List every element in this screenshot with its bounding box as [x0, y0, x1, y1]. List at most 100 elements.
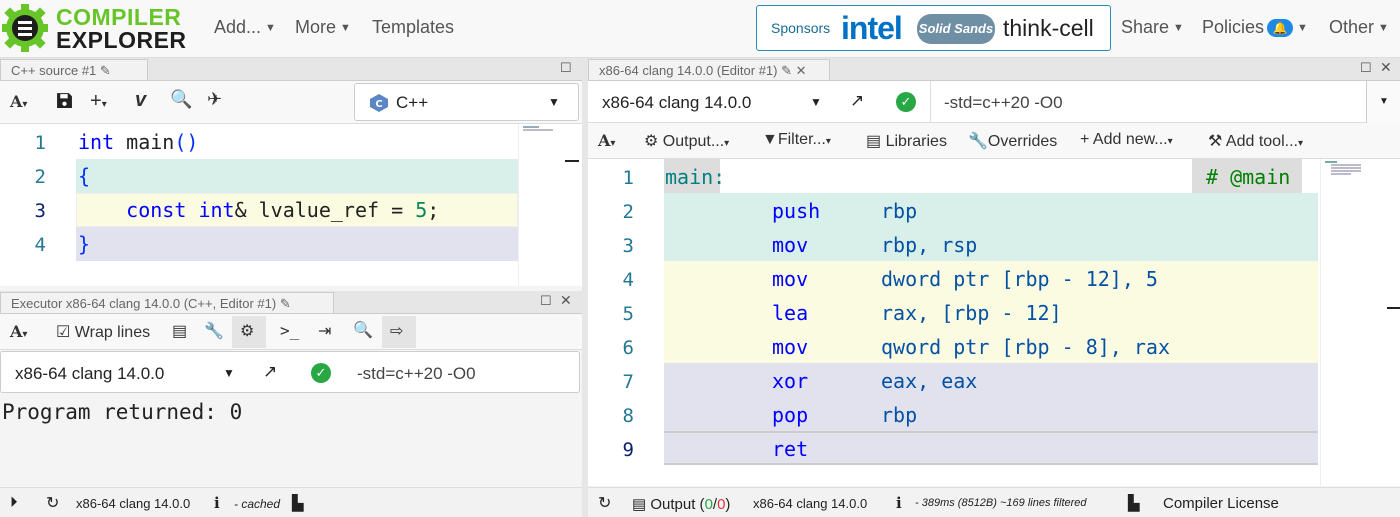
- templates-link[interactable]: Templates: [372, 17, 455, 37]
- pencil-icon[interactable]: ✎: [99, 63, 111, 78]
- compiler-options-input[interactable]: -std=c++20 -O0: [944, 93, 1063, 112]
- bar-chart-icon[interactable]: ▙: [292, 495, 304, 512]
- compile-info: - 389ms (8512B) ~169 lines filtered: [915, 497, 1087, 509]
- asm-op: mov: [772, 233, 809, 257]
- cached-status: - cached: [234, 497, 281, 511]
- overrides-button[interactable]: 🔧Overrides: [968, 133, 1058, 150]
- sponsor-intel-logo[interactable]: intel: [841, 10, 903, 46]
- add-pane-icon[interactable]: +▾: [90, 90, 107, 112]
- pencil-icon[interactable]: ✎: [781, 63, 793, 78]
- font-size-icon[interactable]: A▾: [598, 131, 616, 150]
- compiler-explorer-logo-icon[interactable]: [2, 3, 48, 53]
- compiler-output-icon[interactable]: ▤: [172, 323, 188, 340]
- code-line-4: }: [78, 232, 91, 256]
- close-icon[interactable]: ✕: [560, 292, 572, 308]
- line-number: 4: [34, 234, 46, 256]
- chevron-down-icon: ▼: [340, 22, 351, 34]
- maximize-icon[interactable]: ☐: [1360, 60, 1372, 75]
- check-icon: ✓: [896, 92, 916, 112]
- compiler-select[interactable]: x86-64 clang 14.0.0: [602, 93, 752, 112]
- asm-editor[interactable]: 1 2 3 4 5 6 7 8 9 main: # @main push rbp…: [588, 159, 1400, 486]
- executor-compiler-row: x86-64 clang 14.0.0 ▼ ↗ ✓ -std=c++20 -O0: [0, 351, 580, 393]
- book-icon: ▤: [866, 133, 882, 150]
- line-number: 1: [622, 167, 634, 189]
- chevron-down-icon: ▼: [1379, 96, 1389, 107]
- external-link-icon[interactable]: ↗: [263, 362, 278, 381]
- libraries-button[interactable]: ▤ Libraries: [866, 133, 947, 150]
- search-output-icon[interactable]: 🔍: [353, 322, 373, 339]
- cpp-icon: C: [370, 94, 388, 112]
- chevron-down-icon: ▼: [1378, 22, 1389, 34]
- logo-line1: COMPILER: [56, 4, 182, 30]
- compiler-output-button[interactable]: ▤ Output (0/0): [632, 496, 731, 513]
- refresh-icon[interactable]: ↻: [598, 495, 612, 512]
- logo-line2: EXPLORER: [56, 27, 187, 53]
- tab-source[interactable]: C++ source #1 ✎: [0, 59, 148, 80]
- sponsor-solid-sands-logo[interactable]: Solid Sands: [917, 14, 995, 44]
- share-menu[interactable]: Share▼: [1121, 17, 1184, 37]
- bell-icon: 🔔: [1267, 19, 1294, 37]
- stdin-icon[interactable]: ⇥: [318, 323, 332, 340]
- maximize-icon[interactable]: ☐: [540, 293, 552, 308]
- language-label: C++: [396, 93, 429, 112]
- executor-options-input[interactable]: -std=c++20 -O0: [357, 364, 476, 383]
- policies-menu[interactable]: Policies🔔▼: [1202, 17, 1308, 37]
- compiler-license-link[interactable]: Compiler License: [1163, 495, 1279, 512]
- maximize-icon[interactable]: ☐: [560, 60, 572, 75]
- close-icon[interactable]: ✕: [795, 63, 807, 78]
- chevron-down-icon: ▼: [265, 22, 276, 34]
- highlight-yellow: [664, 261, 1318, 363]
- refresh-icon[interactable]: ↻: [46, 495, 60, 512]
- vim-icon[interactable]: v: [135, 89, 147, 111]
- asm-minimap[interactable]: [1320, 159, 1400, 486]
- wrench-icon[interactable]: 🔧: [204, 323, 224, 340]
- executor-tabstrip: Executor x86-64 clang 14.0.0 (C++, Edito…: [0, 291, 582, 314]
- add-new-menu[interactable]: + Add new...▾: [1080, 131, 1173, 148]
- tab-executor[interactable]: Executor x86-64 clang 14.0.0 (C++, Edito…: [0, 292, 334, 313]
- font-size-icon[interactable]: A▾: [10, 92, 28, 111]
- search-code-icon[interactable]: 🔍: [170, 89, 193, 109]
- logo-text[interactable]: COMPILER EXPLORER: [56, 6, 187, 52]
- asm-op: ret: [772, 437, 809, 461]
- play-icon[interactable]: ⏵: [10, 494, 18, 511]
- options-dropdown[interactable]: ▼: [1366, 81, 1400, 123]
- terminal-icon[interactable]: >_: [280, 321, 300, 340]
- wrap-lines-toggle[interactable]: ☑ Wrap lines: [56, 324, 151, 341]
- external-link-icon[interactable]: ↗: [850, 91, 865, 110]
- exit-code-icon[interactable]: ⇨: [390, 323, 404, 340]
- save-icon[interactable]: [56, 92, 73, 114]
- asm-op: push: [772, 199, 821, 223]
- asm-args: dword ptr [rbp - 12], 5: [881, 267, 1158, 291]
- info-icon[interactable]: i: [214, 494, 220, 512]
- source-minimap[interactable]: [518, 124, 582, 286]
- close-icon[interactable]: ✕: [1380, 59, 1392, 75]
- line-number: 2: [622, 201, 634, 223]
- tab-compiler[interactable]: x86-64 clang 14.0.0 (Editor #1) ✎ ✕: [588, 59, 830, 80]
- gears-icon[interactable]: ⚙: [240, 323, 255, 340]
- language-select[interactable]: C C++ ▼: [354, 83, 579, 121]
- chevron-down-icon[interactable]: ▼: [810, 95, 822, 109]
- sponsors-box[interactable]: Sponsors intel Solid Sands think-cell: [756, 5, 1111, 51]
- output-menu[interactable]: ⚙ Output...▾: [644, 133, 730, 150]
- info-icon[interactable]: i: [896, 494, 902, 512]
- executor-compiler-select[interactable]: x86-64 clang 14.0.0: [15, 364, 165, 383]
- run-icon[interactable]: ✈: [207, 89, 223, 109]
- sponsor-think-cell-logo[interactable]: think-cell: [1003, 15, 1094, 41]
- status-compiler: x86-64 clang 14.0.0: [753, 496, 868, 511]
- chevron-down-icon: ▼: [1297, 22, 1308, 34]
- add-tool-menu[interactable]: ⚒ Add tool...▾: [1208, 133, 1303, 150]
- line-number: 9: [622, 439, 634, 461]
- chevron-down-icon[interactable]: ▼: [223, 366, 235, 380]
- filter-menu[interactable]: ▼Filter...▾: [762, 131, 831, 148]
- splitter[interactable]: [582, 58, 588, 517]
- asm-comment: # @main: [1206, 165, 1291, 189]
- other-menu[interactable]: Other▼: [1329, 17, 1389, 37]
- bar-chart-icon[interactable]: ▙: [1128, 495, 1140, 512]
- add-menu[interactable]: Add...▼: [214, 17, 276, 37]
- gear-icon: ⚙: [644, 133, 659, 150]
- program-output: Program returned: 0: [2, 400, 243, 424]
- more-menu[interactable]: More▼: [295, 17, 351, 37]
- pencil-icon[interactable]: ✎: [279, 296, 291, 311]
- font-size-icon[interactable]: A▾: [10, 322, 28, 341]
- source-editor[interactable]: 1 2 3 4 int main() { const int& lvalue_r…: [0, 124, 582, 286]
